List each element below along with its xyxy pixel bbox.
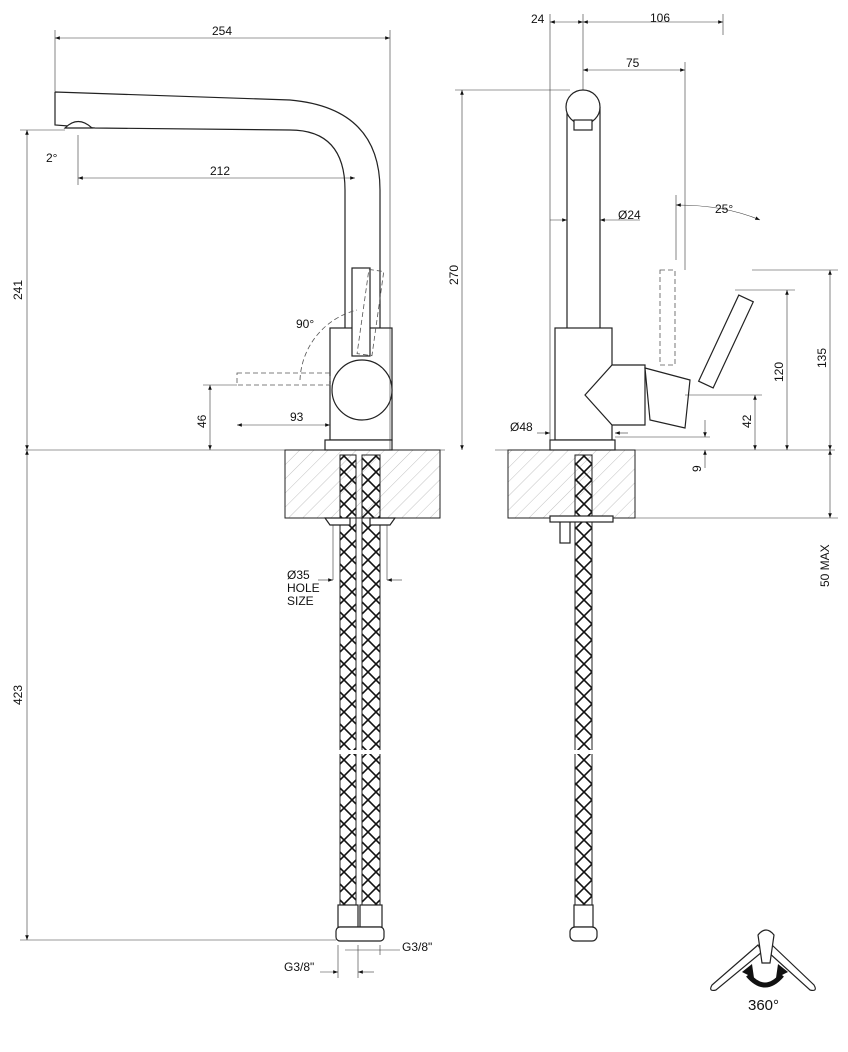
aerator (63, 120, 94, 129)
lever-up (351, 267, 371, 357)
dim-46: 46 (195, 414, 209, 428)
dim-106: 106 (650, 11, 670, 25)
dim-254: 254 (212, 24, 232, 38)
cartridge-housing (644, 367, 691, 429)
connection-right: G3/8" (402, 940, 432, 954)
faucet-top-icon (757, 929, 775, 964)
hose-fitting-left (337, 904, 359, 928)
spout-right-position (767, 944, 816, 992)
spout (54, 91, 381, 330)
dim-dia48: Ø48 (510, 420, 533, 434)
hose-nut (569, 926, 598, 942)
hole-size-label-1: HOLE (287, 581, 320, 595)
hose-fitting (573, 904, 594, 928)
base-plate (324, 439, 393, 451)
dim-24: 24 (531, 12, 545, 26)
lever-rotated (236, 372, 331, 386)
spout-left-position (710, 944, 763, 992)
mounting-nut (549, 515, 614, 523)
dim-2deg: 2° (46, 151, 58, 165)
cartridge (584, 364, 646, 426)
aerator (573, 119, 593, 131)
dim-dia24: Ø24 (618, 208, 641, 222)
rotation-arrow-icon (746, 973, 784, 988)
dim-241: 241 (11, 280, 25, 300)
dim-135: 135 (815, 348, 829, 368)
dim-75: 75 (626, 56, 640, 70)
base-plate (549, 439, 616, 451)
hose-fitting-right (359, 904, 383, 928)
lever (697, 294, 755, 389)
rotation-label: 360° (748, 997, 779, 1014)
dim-50-max: 50 MAX (818, 544, 832, 587)
dim-42: 42 (740, 414, 754, 428)
rotation-icon: 360° (710, 929, 816, 1014)
lever-knob (331, 359, 393, 421)
hole-size-label-2: SIZE (287, 594, 314, 608)
mounting-nut (323, 517, 397, 526)
dim-120: 120 (772, 362, 786, 382)
spout-column (566, 107, 601, 328)
spout-head (565, 89, 601, 125)
hose (574, 454, 593, 911)
countertop-section (507, 449, 636, 519)
front-view: 24 106 75 270 Ø24 25° 120 135 42 9 Ø48 5… (447, 11, 838, 942)
dim-423: 423 (11, 685, 25, 705)
hose-nuts (335, 926, 385, 942)
dim-90deg: 90° (296, 317, 314, 331)
dim-93: 93 (290, 410, 304, 424)
dim-25deg: 25° (715, 202, 733, 216)
side-view: 254 212 2° 241 90° 46 93 423 Ø35 HOLE SI… (11, 24, 445, 978)
dim-9: 9 (690, 465, 704, 472)
dim-270: 270 (447, 265, 461, 285)
hole-size-dia: Ø35 (287, 568, 310, 582)
connection-left: G3/8" (284, 960, 314, 974)
dim-212: 212 (210, 164, 230, 178)
